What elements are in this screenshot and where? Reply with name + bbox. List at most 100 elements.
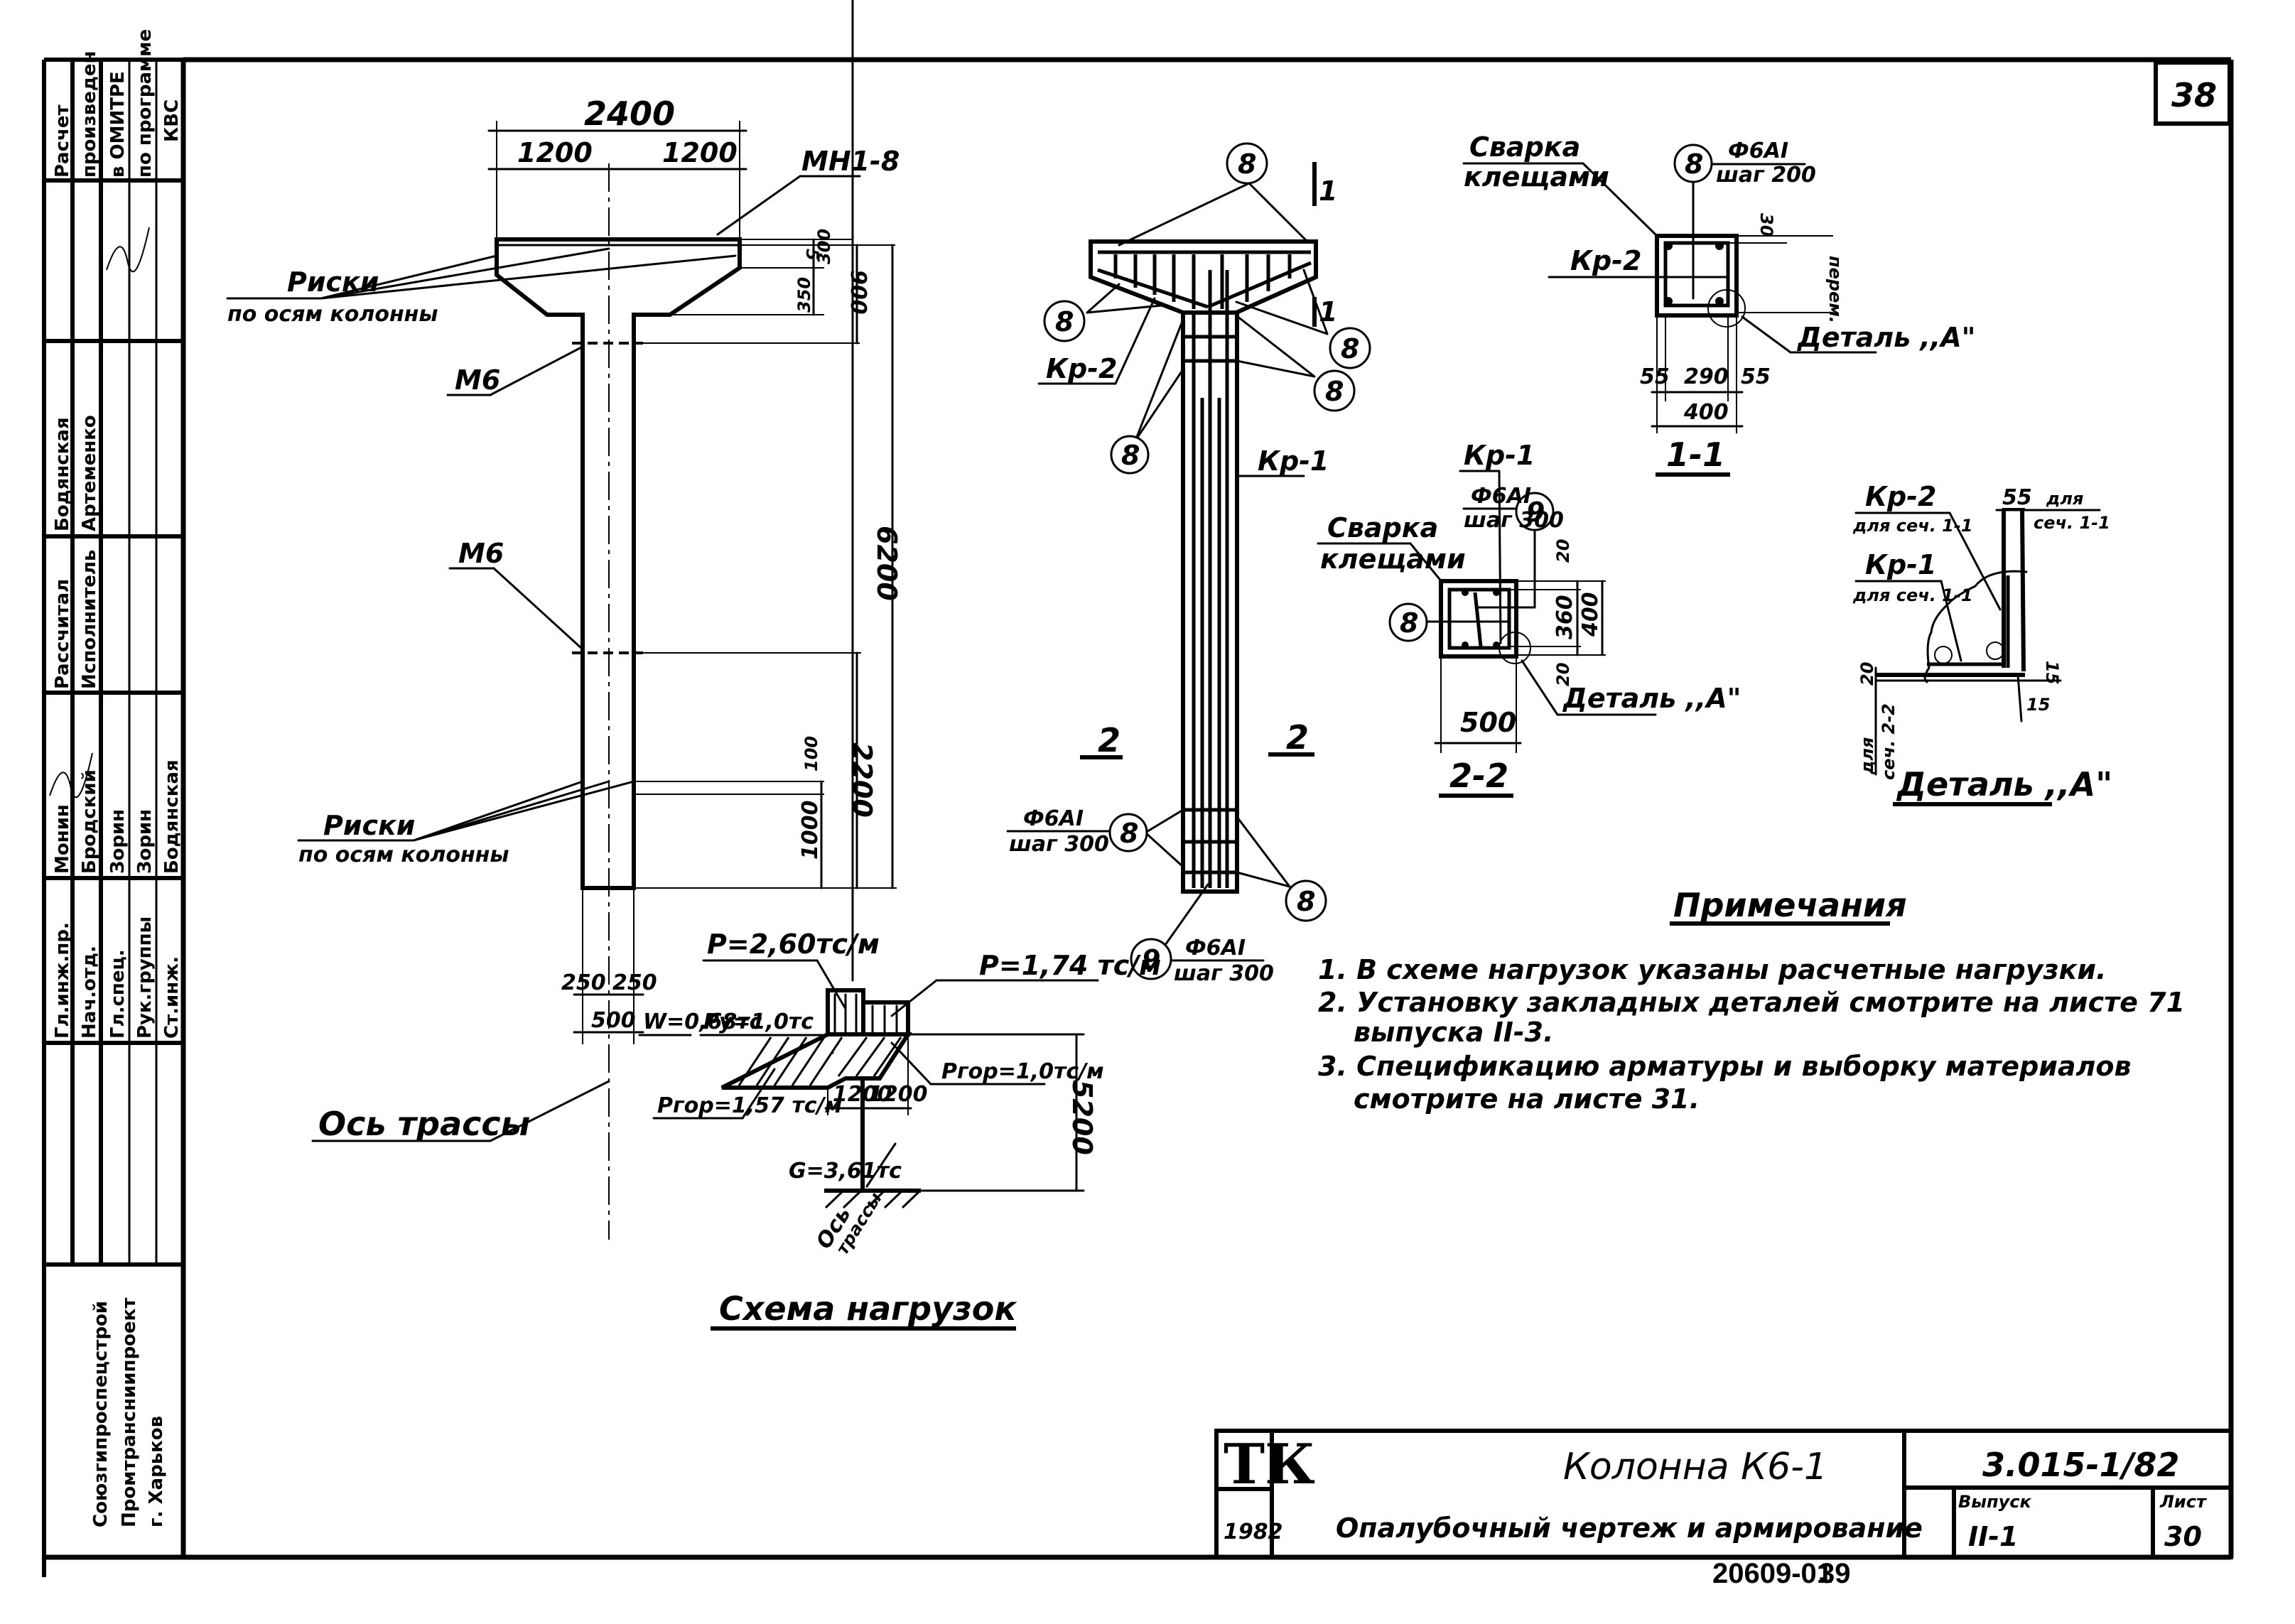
signature-scribble (106, 227, 150, 273)
pos-8-right-upper: 8 (1341, 333, 1359, 364)
dim-half-right: 1200 (662, 137, 738, 168)
m6-lower-label: М6 (458, 538, 504, 569)
footer-code: 20609-01 (1712, 1558, 1832, 1589)
section-1-1: 55 290 55 400 1-1 30 перем. Сварка клеща… (1462, 131, 1975, 477)
stamp-calc-note-5: КВС (161, 99, 183, 142)
stamp-org-line3: г. Харьков (146, 1416, 167, 1527)
stamp-role-chief-engineer: Гл.инж.пр. (52, 922, 73, 1039)
notes-title: Примечания (1673, 886, 1907, 924)
reinforcement-elevation: 1 1 8 8 8 8 8 Кр-2 Кр-1 2 2 (1006, 142, 1371, 986)
detail-dim-15-a: 15 (2042, 661, 2062, 684)
stamp-calc-note-3: в ОМИТРЕ (107, 71, 129, 178)
detail-a-marker (1707, 289, 1746, 327)
m6-upper-label: М6 (455, 364, 500, 396)
marks-label-top-1: Риски (287, 266, 379, 298)
s22-dim-400: 400 (1578, 592, 1603, 637)
stamp-name-chief-spec: Зорин (107, 809, 129, 874)
pos-8-left: 8 (1055, 306, 1074, 337)
column-outline (495, 237, 742, 890)
load-py: Py=1,0тс (703, 1009, 814, 1034)
s11-weld-2: клещами (1464, 161, 1609, 193)
sheet-label: Лист (2159, 1492, 2208, 1512)
s11-dim-55-left: 55 (1640, 364, 1670, 389)
s22-pos-9: 9 (1526, 497, 1545, 528)
s22-dim-20-bottom: 20 (1553, 663, 1573, 686)
section-mark-1-top: 1 (1319, 175, 1337, 207)
kr1-label: Кр-1 (1258, 445, 1329, 477)
kr2-label: Кр-2 (1046, 353, 1117, 384)
marks-label-bottom-1: Риски (323, 810, 415, 841)
title-block: ТК 1982 Колонна К6-1 Опалубочный чертеж … (1214, 1429, 2233, 1559)
pos-8-bottom-right: 8 (1297, 886, 1315, 917)
title-line-1: Колонна К6-1 (1563, 1446, 1827, 1488)
section-mark-2-left: 2 (1098, 721, 1120, 759)
detail-kr2-for: для сеч. 1-1 (1852, 516, 1973, 536)
note-item-3: 3. Спецификацию арматуры и выборку матер… (1318, 1051, 2132, 1082)
signature-scribble (49, 752, 93, 799)
s22-dim-360: 360 (1552, 595, 1577, 639)
s22-dim-20-top: 20 (1553, 539, 1573, 563)
stamp-name-chief-engineer: Монин (52, 804, 73, 874)
s22-pos-8: 8 (1400, 607, 1418, 639)
load-p-right: P=1,74 тс/м (979, 950, 1161, 981)
dim-500: 500 (591, 1008, 636, 1033)
section-1-1-outline (1655, 234, 1739, 318)
stamp-role-executor: Исполнитель (79, 550, 100, 689)
dim-250-left: 250 (561, 970, 606, 995)
s11-dim-290: 290 (1684, 364, 1729, 389)
issue-value: II-1 (1968, 1521, 2019, 1552)
load-dim-1200-right: 1200 (868, 1082, 928, 1107)
bar-step-bottom: шаг 300 (1174, 961, 1274, 986)
title-line-2: Опалубочный чертеж и армирование (1336, 1512, 1923, 1544)
load-p-hor-left: Pгор=1,57 тс/м (657, 1093, 842, 1118)
ground-hatch (824, 1191, 920, 1209)
title-year: 1982 (1224, 1520, 1283, 1544)
s22-weld-1: Сварка (1327, 512, 1438, 543)
load-dim-1200-left: 1200 (833, 1082, 892, 1107)
footer-page: 39 (1819, 1558, 1851, 1589)
detail-a-title: Деталь ,,А" (1896, 765, 2112, 803)
corner-sheet-number-box: 38 (2154, 60, 2232, 126)
s11-dim-var: перем. (1825, 256, 1845, 323)
section-mark-1-bottom: 1 (1319, 296, 1337, 327)
section-2-2-title: 2-2 (1449, 757, 1508, 795)
stamp-name-calculated: Бодянская (52, 417, 73, 531)
stamp-name-executor: Артеменко (79, 415, 100, 531)
stamp-org-line2: Промтрансниипроект (119, 1298, 140, 1527)
dim-300: 300 (814, 229, 834, 264)
load-hatch (738, 1036, 902, 1086)
s22-kr1: Кр-1 (1464, 440, 1535, 471)
dim-top-5: 5 (802, 249, 822, 261)
tk-logo: ТК (1224, 1432, 1315, 1497)
load-scheme: 5200 1200 1200 P=2,60тс/м P=1,74 тс/м W=… (638, 0, 1161, 1331)
detail-dim-20-for-1: для (1857, 737, 1877, 775)
s22-detail-ref: Деталь ,,А" (1562, 683, 1741, 714)
s11-dim-400: 400 (1683, 400, 1729, 425)
detail-dim-15-b: 15 (2026, 695, 2050, 715)
load-wind: W=0,68тс (643, 1009, 762, 1034)
dim-6200: 6200 (871, 526, 902, 601)
s22-bar-spec: Ф6АI (1471, 484, 1531, 509)
dim-900: 900 (846, 270, 870, 315)
section-2-2: 500 2-2 20 360 400 20 Кр-1 9 Ф6АI шаг 30… (1317, 440, 1741, 798)
s11-pos-8: 8 (1685, 148, 1703, 180)
note-item-2-cont: выпуска II-3. (1354, 1017, 1554, 1048)
stamp-role-senior-engineer: Ст.инж. (161, 956, 183, 1039)
load-weight: G=3,61тс (789, 1159, 902, 1184)
note-item-1: 1. В схеме нагрузок указаны расчетные на… (1318, 954, 2106, 985)
dim-350: 350 (794, 277, 814, 313)
corner-sheet-number: 38 (2171, 76, 2217, 114)
dim-total-width: 2400 (584, 94, 675, 133)
sheet-value: 30 (2164, 1521, 2202, 1552)
s11-weld-1: Сварка (1469, 131, 1580, 163)
detail-dim-55: 55 (2002, 485, 2032, 510)
pos-8-lower-left: 8 (1121, 440, 1140, 471)
detail-a-marker-2 (1498, 632, 1531, 664)
s11-kr2: Кр-2 (1570, 245, 1641, 276)
bar-spec-left: Ф6АI (1023, 806, 1084, 831)
route-axis-label: Ось трассы (318, 1105, 530, 1143)
s22-dim-500: 500 (1460, 707, 1516, 738)
notes: Примечания 1. В схеме нагрузок указаны р… (1318, 886, 2185, 1115)
stamp-role-dept-head: Нач.отд. (79, 946, 100, 1039)
marks-label-bottom-2: по осям колонны (298, 843, 509, 867)
